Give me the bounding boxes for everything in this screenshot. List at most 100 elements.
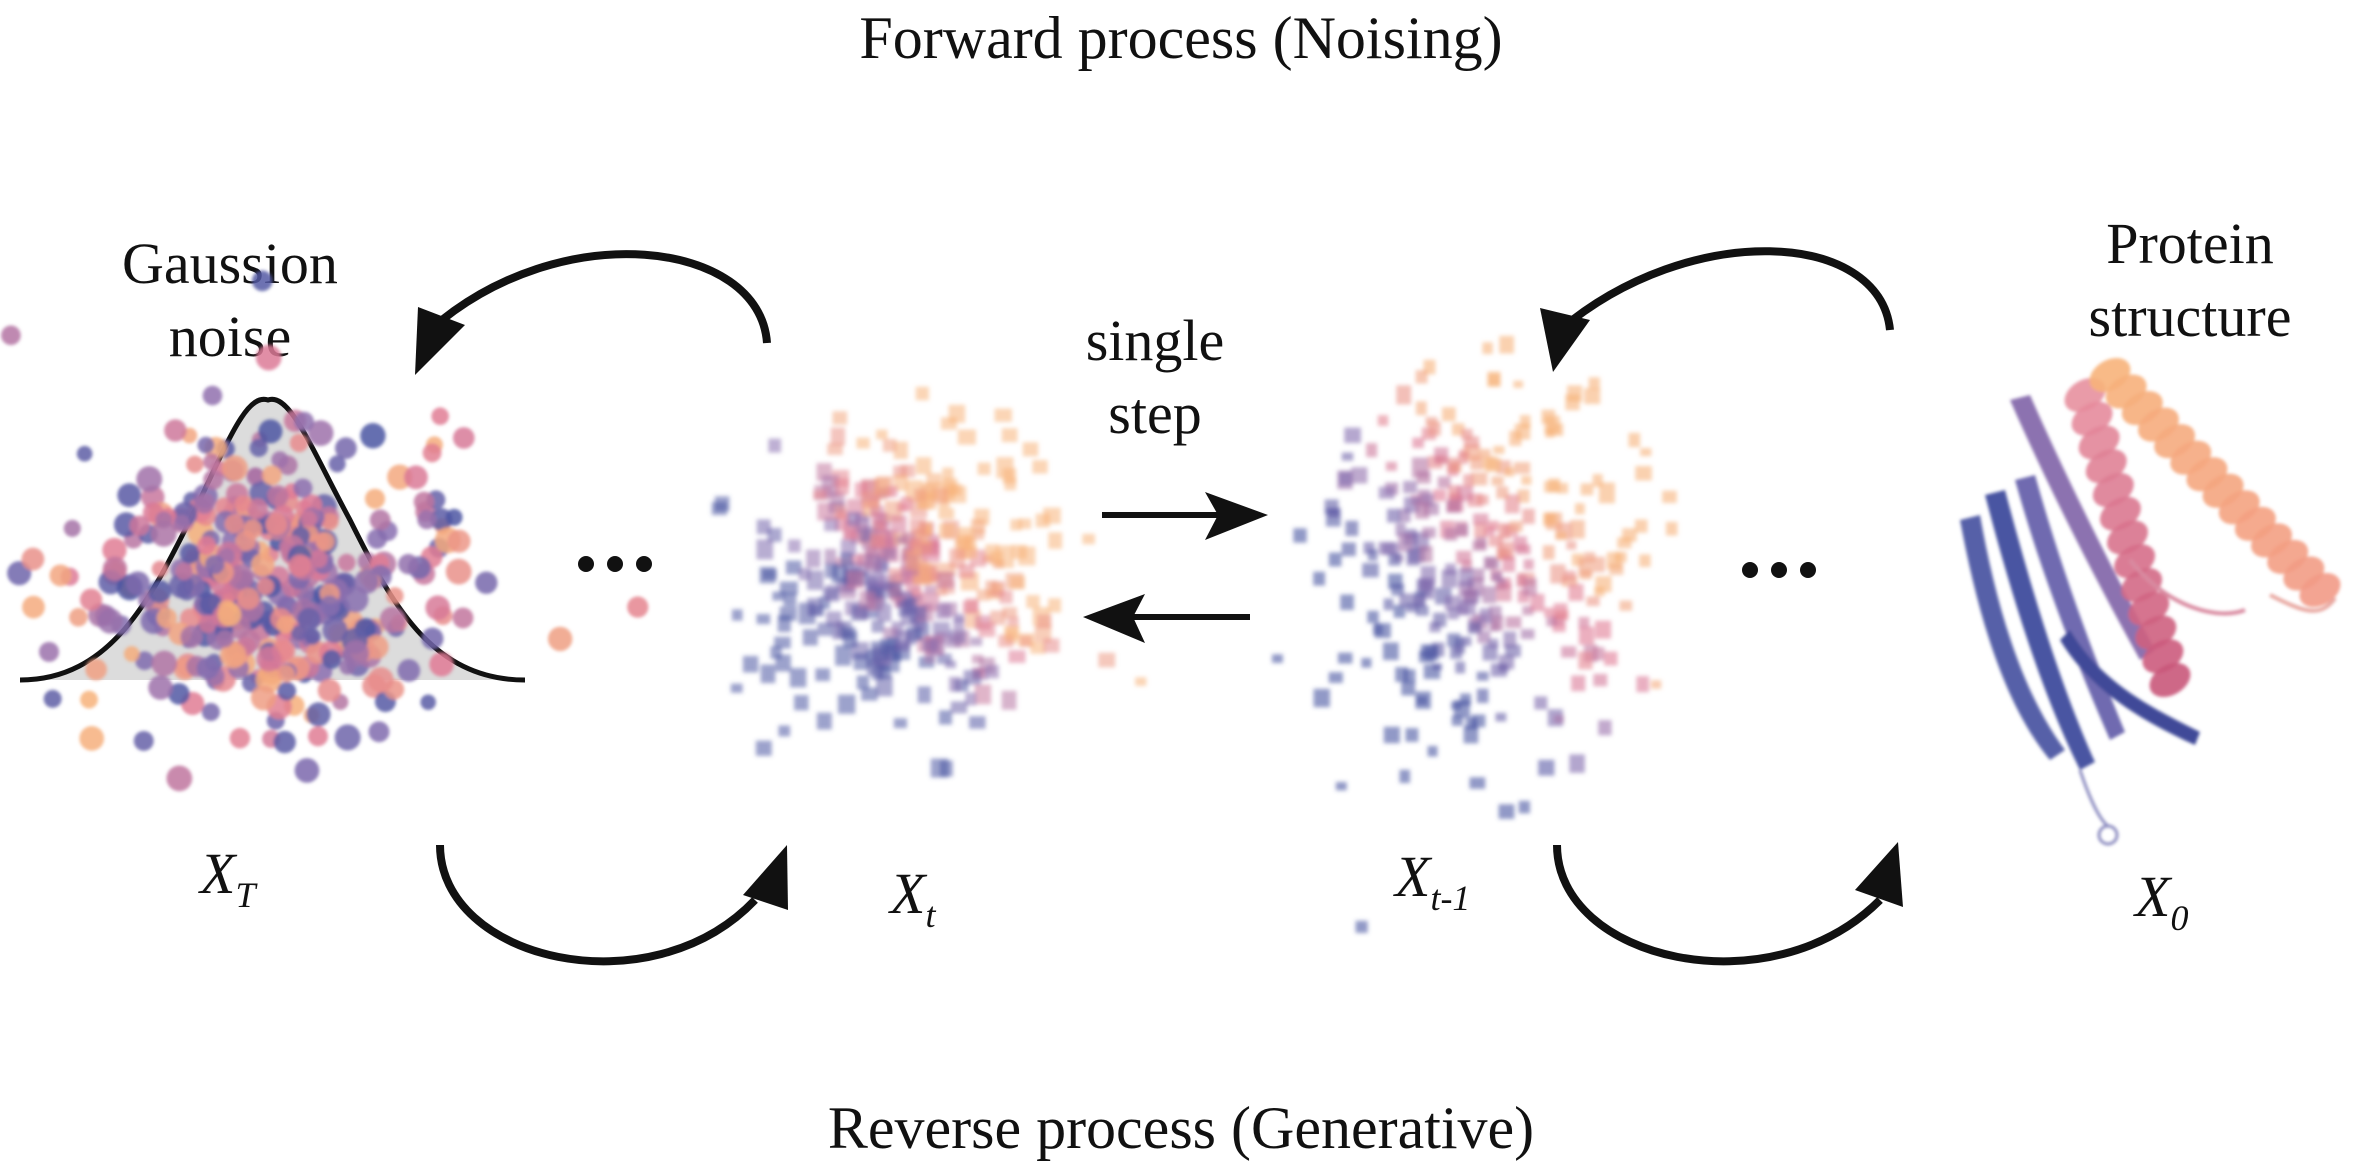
particle xyxy=(794,695,809,711)
particle xyxy=(1505,616,1522,629)
particle xyxy=(1557,482,1569,494)
particle xyxy=(1401,681,1416,696)
particle xyxy=(547,626,573,652)
particle xyxy=(422,443,442,463)
particle xyxy=(242,519,263,540)
single-step-label: single step xyxy=(1030,305,1280,450)
particle xyxy=(307,420,334,447)
particle xyxy=(970,637,983,646)
particle xyxy=(990,610,1006,625)
particle xyxy=(755,740,772,756)
particle xyxy=(1485,457,1501,473)
particle xyxy=(1518,800,1530,814)
particle xyxy=(1586,596,1600,607)
particle xyxy=(1363,542,1375,555)
particle xyxy=(1398,532,1413,552)
particle xyxy=(1367,549,1378,561)
particle xyxy=(1403,480,1418,494)
particle xyxy=(1575,503,1585,515)
particle xyxy=(123,646,140,662)
particle xyxy=(1293,528,1307,543)
state-label-x0: X0 xyxy=(2135,868,2188,937)
particle xyxy=(136,466,163,493)
particle xyxy=(1614,551,1627,563)
particle xyxy=(421,627,444,650)
particle xyxy=(247,467,264,484)
particle xyxy=(914,606,926,619)
single-step-reverse-arrow-icon[interactable] xyxy=(1083,594,1250,643)
particle xyxy=(1604,651,1618,666)
particle xyxy=(949,548,966,569)
particle xyxy=(1434,447,1449,464)
particle xyxy=(1542,545,1555,560)
particle xyxy=(778,725,791,737)
particle xyxy=(1517,489,1530,503)
particle xyxy=(1341,452,1354,461)
particle xyxy=(196,657,220,680)
particle xyxy=(429,652,454,677)
particle xyxy=(802,629,818,646)
particle xyxy=(234,495,251,512)
particle xyxy=(1001,428,1018,443)
particle xyxy=(304,628,321,645)
particle xyxy=(431,407,449,426)
particle xyxy=(894,640,910,652)
particle xyxy=(317,678,342,703)
particle xyxy=(942,467,954,482)
particle xyxy=(1425,417,1438,426)
particle xyxy=(824,548,837,564)
particle xyxy=(1366,443,1378,458)
particle xyxy=(915,386,929,401)
particle xyxy=(1459,693,1471,706)
particle xyxy=(936,653,952,665)
particle xyxy=(1523,559,1534,570)
particle xyxy=(819,596,830,609)
particle xyxy=(1662,490,1677,503)
particle xyxy=(871,512,887,524)
particle xyxy=(164,419,187,442)
particle xyxy=(156,607,177,629)
particle xyxy=(893,441,908,460)
reverse-arrow-xt1-to-x0-icon xyxy=(1553,842,1903,966)
particle xyxy=(79,726,105,751)
particle xyxy=(958,564,975,579)
particle xyxy=(334,724,361,751)
particle xyxy=(1463,474,1474,488)
forward-arrow-xt-to-xT-icon xyxy=(415,250,771,375)
particle xyxy=(1619,600,1633,611)
particle xyxy=(714,496,730,512)
particle xyxy=(1405,603,1419,613)
particle xyxy=(1007,616,1019,628)
less-noisy-point-cloud xyxy=(1271,335,1678,933)
particle xyxy=(1367,610,1379,624)
particle xyxy=(1405,728,1419,742)
particle xyxy=(1665,521,1678,536)
particle xyxy=(251,553,275,577)
particle xyxy=(1595,576,1612,593)
particle xyxy=(772,591,786,601)
particle xyxy=(1458,452,1469,465)
particle xyxy=(1441,569,1458,588)
particle xyxy=(1424,645,1439,661)
particle xyxy=(1403,669,1416,683)
particle xyxy=(1463,725,1479,744)
particle xyxy=(1592,556,1605,573)
particle xyxy=(1454,644,1466,654)
particle xyxy=(229,727,251,749)
particle xyxy=(900,496,913,511)
particle xyxy=(294,411,315,432)
particle xyxy=(1514,423,1531,440)
particle xyxy=(817,502,835,521)
particle xyxy=(938,710,953,725)
particle xyxy=(1341,542,1356,557)
particle xyxy=(985,544,1000,562)
particle xyxy=(832,411,848,425)
particle xyxy=(80,690,98,709)
particle xyxy=(294,758,320,783)
particle xyxy=(1555,609,1569,620)
particle xyxy=(379,606,406,633)
single-step-forward-arrow-icon[interactable] xyxy=(1102,492,1268,540)
particle xyxy=(306,702,331,727)
particle xyxy=(924,585,937,594)
particle xyxy=(452,607,474,629)
